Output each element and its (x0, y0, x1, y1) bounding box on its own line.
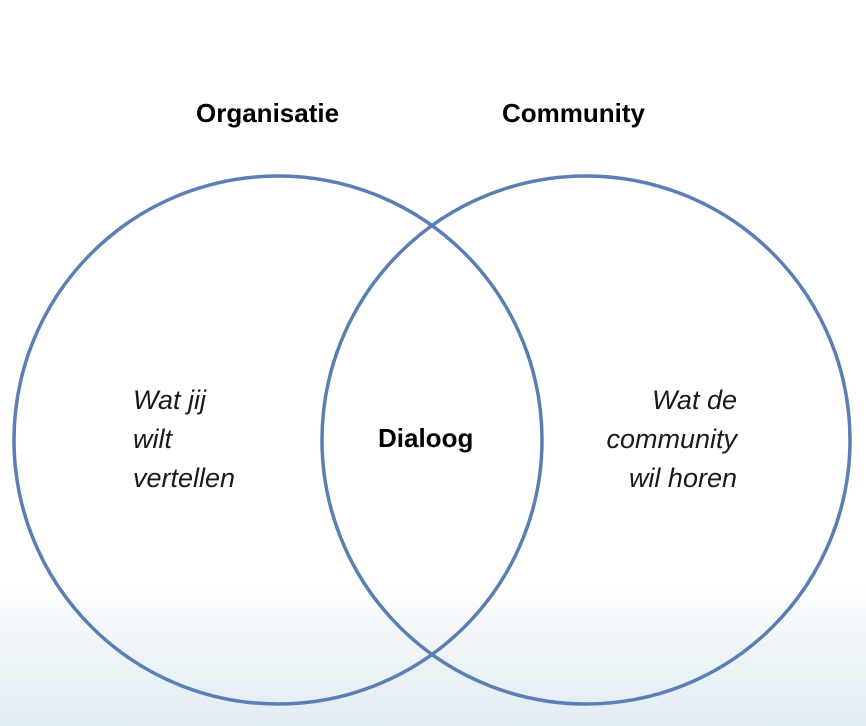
region-organisatie-line: wilt (133, 424, 172, 454)
region-organisatie-line: vertellen (133, 463, 236, 493)
overlap-label-dialoog: Dialoog (378, 423, 474, 453)
set-title-organisatie: Organisatie (196, 98, 340, 128)
set-title-community: Community (502, 98, 645, 128)
region-organisatie-text: Wat jij wilt vertellen (133, 381, 235, 498)
circle-organisatie (12, 174, 544, 706)
region-organisatie-line: Wat jij (133, 385, 207, 415)
region-community-line: wil horen (628, 463, 737, 493)
region-community-line: Wat de (651, 385, 737, 415)
region-community-line: community (606, 424, 737, 454)
circle-community (320, 174, 852, 706)
region-community-text: Wat de community wil horen (606, 381, 737, 498)
